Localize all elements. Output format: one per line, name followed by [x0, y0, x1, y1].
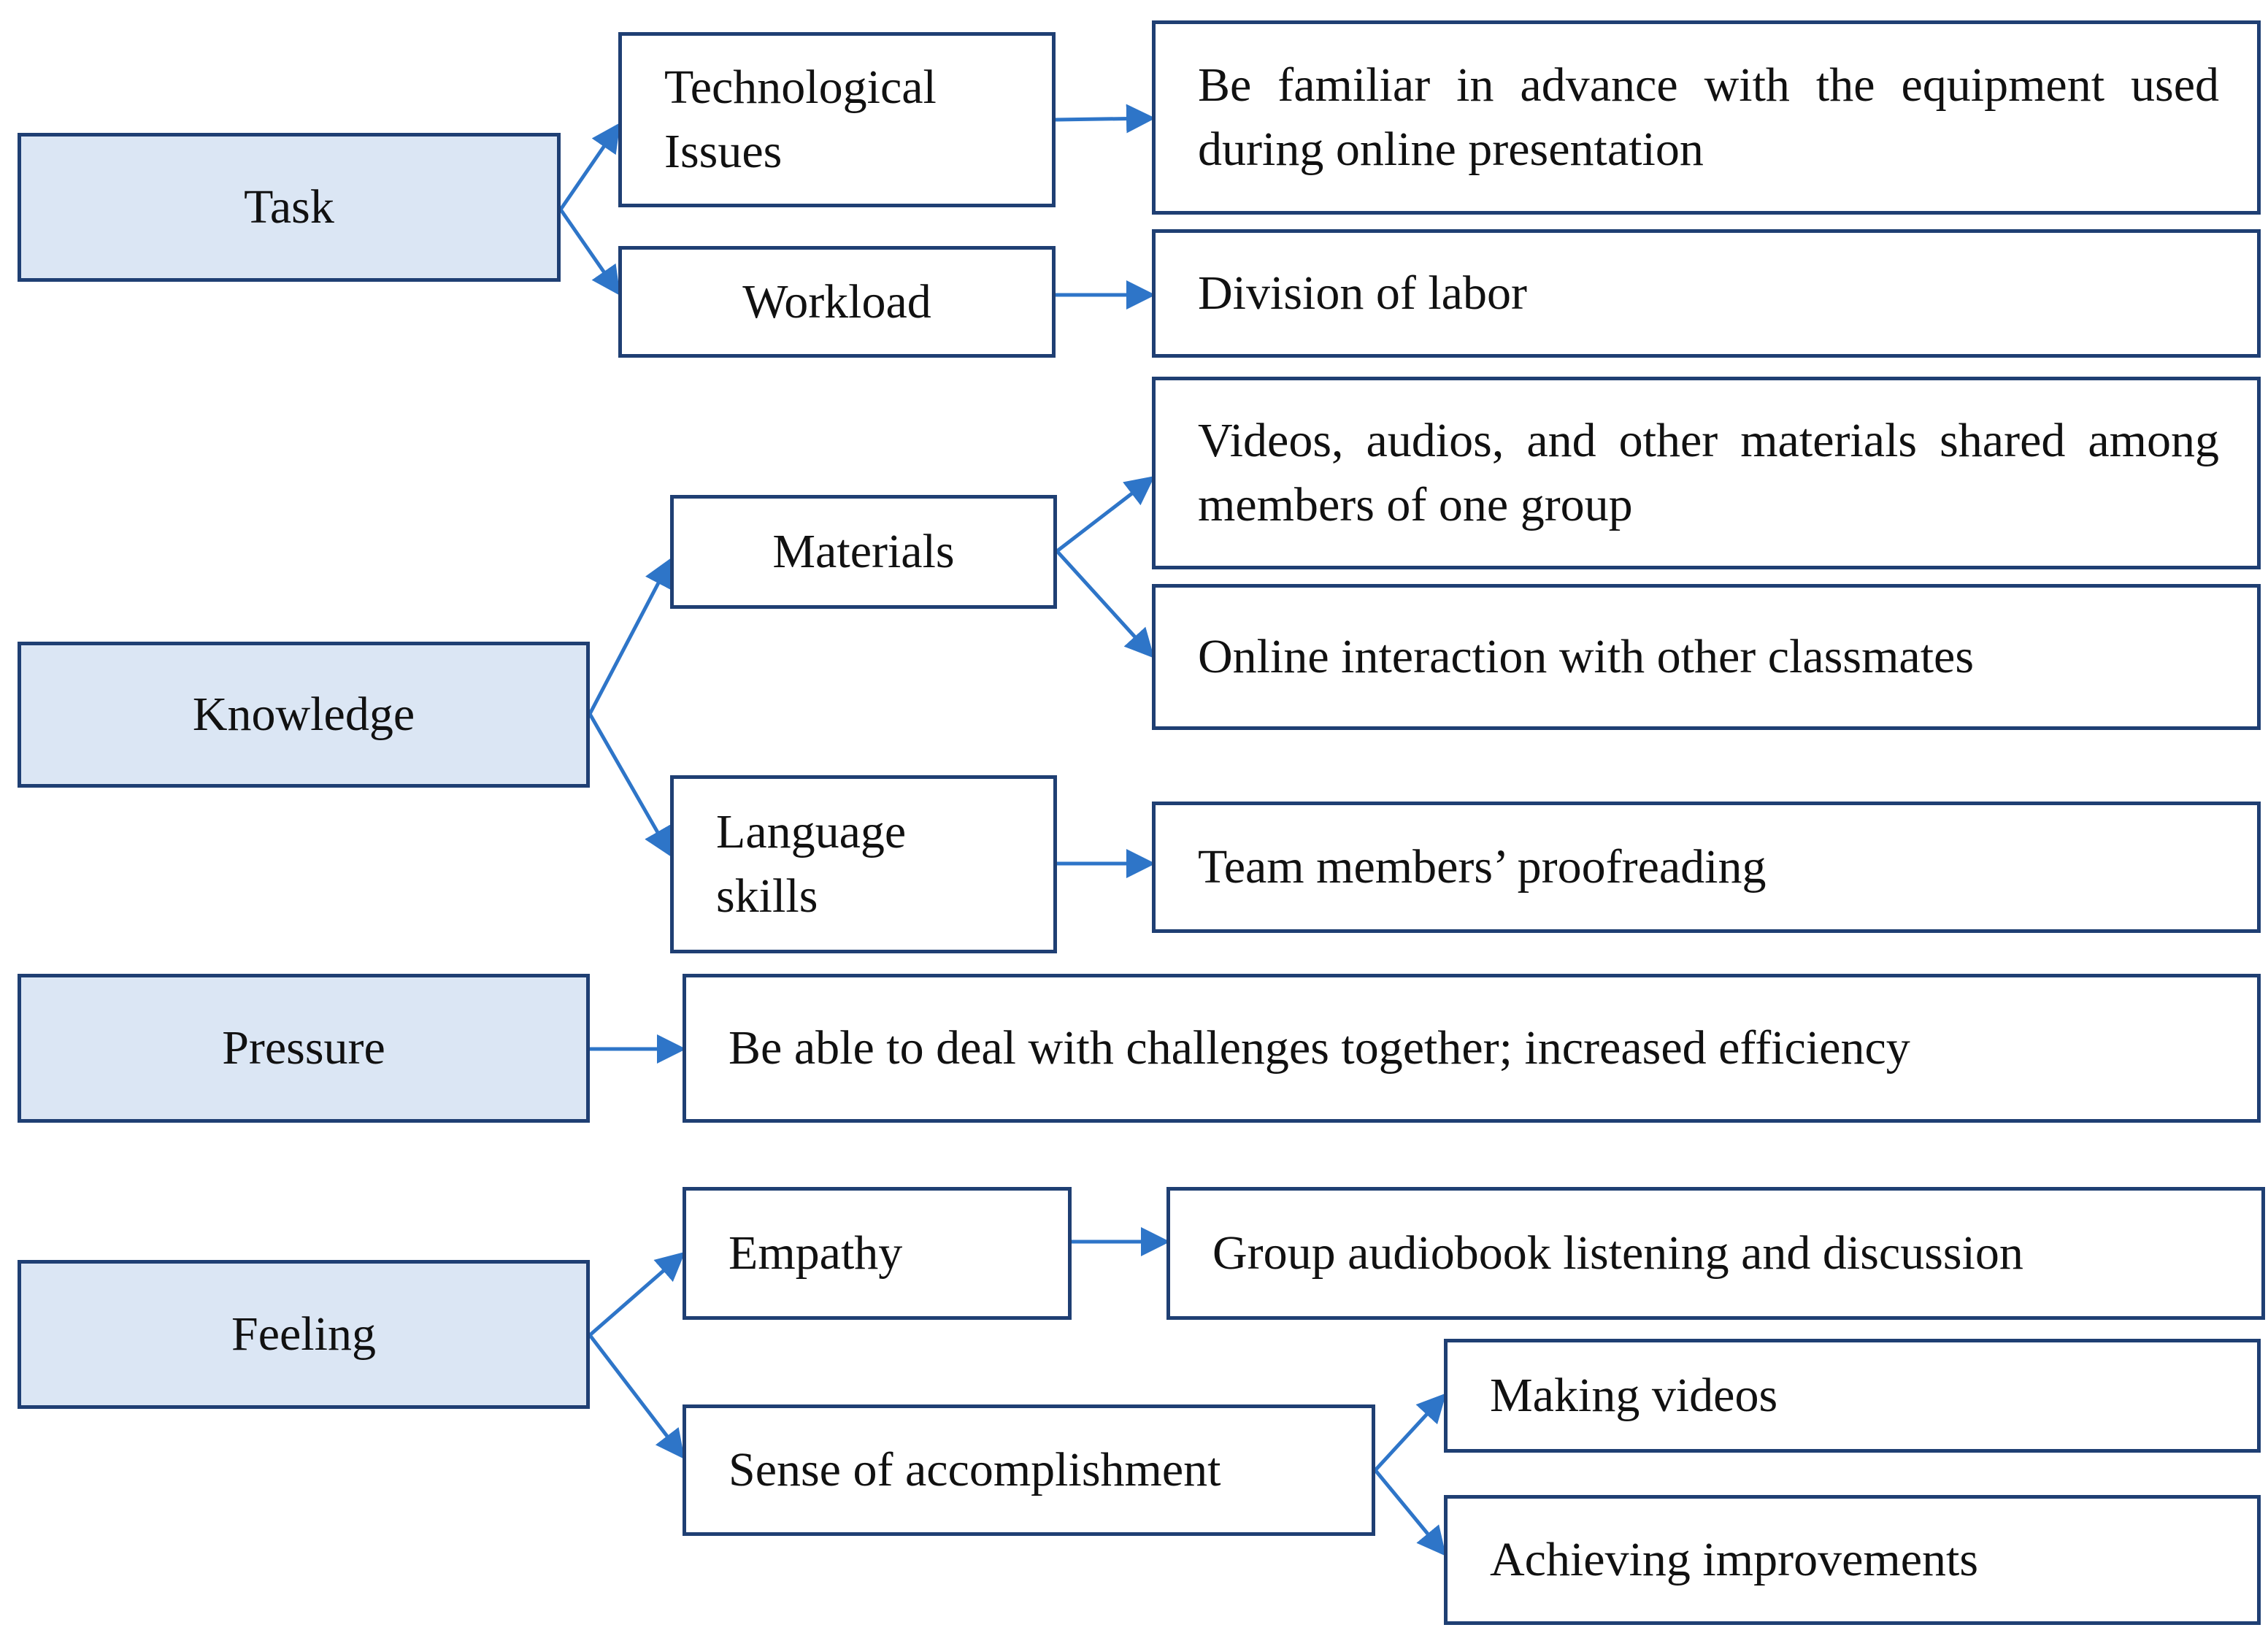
outcome-text: Online interaction with other classmates	[1198, 630, 1975, 683]
category-pressure: Pressure	[18, 974, 590, 1123]
outcome-making-videos: Making videos	[1444, 1339, 2261, 1453]
category-label: Feeling	[231, 1307, 376, 1361]
arrow-accomplishment-to-achieving-improvements	[1374, 1469, 1447, 1556]
arrow-knowledge-to-language-skills	[588, 712, 672, 858]
node-label: Empathy	[729, 1226, 903, 1280]
arrow-feeling-to-sense-of-accomplishment	[588, 1334, 685, 1459]
node-label: Materials	[772, 525, 955, 578]
outcome-online-interaction: Online interaction with other classmates	[1152, 584, 2261, 730]
arrow-accomplishment-to-making-videos	[1374, 1393, 1447, 1472]
category-label: Knowledge	[192, 688, 415, 741]
outcome-text: Be able to deal with challenges together…	[729, 1021, 1910, 1075]
outcome-text: Be familiar in advance with the equipmen…	[1198, 58, 2219, 176]
outcome-text: Team members’ proofreading	[1198, 840, 1767, 893]
arrow-task-to-technological-issues	[558, 122, 620, 211]
outcome-text: Achieving improvements	[1490, 1533, 1979, 1586]
node-workload: Workload	[618, 246, 1056, 358]
outcome-familiar-equipment: Be familiar in advance with the equipmen…	[1152, 20, 2261, 215]
category-label: Task	[244, 180, 334, 234]
node-label: Language skills	[716, 805, 907, 923]
arrow-materials-to-online-interaction	[1056, 550, 1155, 658]
category-feeling: Feeling	[18, 1260, 590, 1409]
outcome-text: Making videos	[1490, 1369, 1778, 1422]
node-materials: Materials	[670, 495, 1057, 609]
outcome-audiobook-discussion: Group audiobook listening and discussion	[1166, 1187, 2265, 1320]
category-knowledge: Knowledge	[18, 642, 590, 788]
node-label: Technological Issues	[664, 61, 937, 178]
node-sense-of-accomplishment: Sense of accomplishment	[683, 1404, 1375, 1536]
outcome-text: Division of labor	[1198, 266, 1527, 320]
node-language-skills: Language skills	[670, 775, 1057, 953]
outcome-proofreading: Team members’ proofreading	[1152, 802, 2261, 933]
arrow-knowledge-to-materials	[588, 557, 672, 715]
arrow-task-to-workload	[558, 208, 620, 296]
arrow-feeling-to-empathy	[588, 1251, 685, 1337]
outcome-shared-materials: Videos, audios, and other materials shar…	[1152, 377, 2261, 569]
node-technological-issues: Technological Issues	[618, 32, 1056, 207]
category-task: Task	[18, 133, 561, 282]
outcome-achieving-improvements: Achieving improvements	[1444, 1495, 2261, 1625]
outcome-deal-with-challenges: Be able to deal with challenges together…	[683, 974, 2261, 1123]
node-label: Workload	[742, 274, 931, 328]
arrow-materials-to-shared-materials	[1056, 475, 1155, 553]
category-label: Pressure	[222, 1021, 385, 1075]
node-empathy: Empathy	[683, 1187, 1072, 1320]
outcome-division-of-labor: Division of labor	[1152, 229, 2261, 358]
outcome-text: Group audiobook listening and discussion	[1212, 1226, 2023, 1280]
arrow-technological-issues-to-outcome	[1055, 104, 1156, 134]
outcome-text: Videos, audios, and other materials shar…	[1198, 414, 2219, 531]
node-label: Sense of accomplishment	[729, 1443, 1221, 1496]
